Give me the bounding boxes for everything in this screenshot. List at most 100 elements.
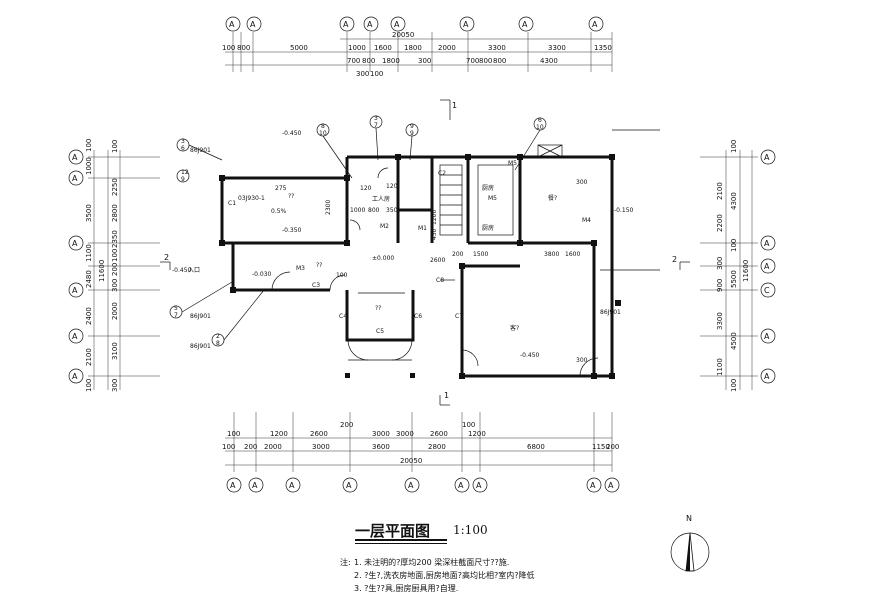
opening-m3: M3	[296, 265, 305, 272]
right-dim-6: 100	[730, 379, 738, 392]
north-arrow: N	[670, 514, 710, 572]
right-axis-4: C	[764, 286, 770, 295]
right-axis-1: A	[764, 153, 770, 162]
opening-m2: M2	[380, 223, 389, 230]
ref-bubble-b-top: 8	[321, 123, 325, 130]
room-label-6: 客?	[510, 324, 519, 332]
right-inner-1: 2100	[716, 182, 724, 200]
left-dim-1: 100	[85, 139, 93, 152]
ref-bubble-f-bot: 7	[174, 312, 178, 319]
ref-bubble-d-top: 9	[410, 123, 414, 130]
top-axis-6: A	[463, 20, 469, 29]
interior-details	[160, 99, 690, 406]
left-total-dim: 11600	[98, 260, 106, 282]
bottom-dim2-8: 1150	[592, 443, 610, 451]
note-row-2: 2. ?生?,洗衣房地面,厨房地面?高均比相?室内?降低	[340, 569, 660, 582]
bottom-dimensions: 200 100 100 1200 2600 3000 3000 2600 120…	[222, 412, 619, 493]
opening-c5: C5	[376, 328, 384, 335]
top-dim-2: 800	[237, 44, 250, 52]
bottom-dim1-1: 100	[227, 430, 240, 438]
right-inner-4: 3300	[716, 312, 724, 330]
opening-m5: M5	[508, 160, 517, 167]
top-dim2-1: 700	[347, 57, 360, 65]
top-dim2-7: 800	[493, 57, 506, 65]
left-axis-6: A	[72, 372, 78, 381]
opening-c8: C8	[436, 277, 444, 284]
left-dimensions: 100 1000 3500 1100 2480 2400 2100 100 11…	[68, 139, 160, 392]
top-dim2-8: 4300	[540, 57, 558, 65]
entry-label: 入口	[188, 267, 200, 274]
ref-2: 03J930-1	[238, 195, 265, 202]
bottom-dim2-9: 200	[606, 443, 619, 451]
right-inner-3: 300	[716, 257, 724, 270]
bottom-axis-1: A	[230, 481, 236, 490]
right-axis-bubbles: A A A C A A	[760, 149, 776, 384]
section-mark-right: 2	[672, 255, 677, 264]
top-dim2-2: 800	[362, 57, 375, 65]
level-marks: -0.450 -0.350 -0.450 ±0.000 -0.030 -0.15…	[172, 130, 634, 359]
bottom-axis-3: A	[289, 481, 295, 490]
section-mark-left: 2	[164, 253, 169, 262]
left-dim-3: 3500	[85, 204, 93, 222]
left-axis-2: A	[72, 174, 78, 183]
left-axis-bubbles: A A A A A A	[68, 149, 84, 384]
north-label: N	[686, 514, 692, 523]
ref-bubble-c-bot: 7	[374, 122, 378, 129]
level-5: -0.030	[252, 271, 272, 278]
top-dimensions: 20050 100 800 5000 1000 1600 1800 2000 3…	[222, 16, 613, 78]
left-inner-9: 3100	[111, 342, 119, 360]
note-row-1: 注:1. 未注明的?厚均200 梁深柱截面尺寸??施.	[340, 556, 660, 569]
level-4: ±0.000	[372, 255, 394, 262]
right-total-dim: 11600	[742, 260, 750, 282]
ref-bubble-g-bot: 8	[216, 340, 220, 347]
room-label-4: 餐?	[548, 194, 557, 202]
top-dim3-2: 100	[370, 70, 383, 78]
ref-bubble-f-top: 5	[174, 305, 178, 312]
note-2: 2. ?生?,洗衣房地面,厨房地面?高均比相?室内?降低	[354, 571, 535, 580]
right-inner-dims: 2100 2200 300 3300 1100 900	[716, 182, 724, 376]
bottom-dim1-4: 3000	[372, 430, 390, 438]
top-axis-4: A	[367, 20, 373, 29]
title-underline-thick	[355, 539, 447, 541]
ref-bubble-a-top: 3	[181, 138, 185, 145]
left-inner-4: 2350	[111, 230, 119, 248]
num-1200: 1200	[431, 210, 438, 225]
top-dim-7: 2000	[438, 44, 456, 52]
opening-m4: M4	[582, 217, 591, 224]
right-dim-1: 100	[730, 140, 738, 153]
num-350: 350	[386, 207, 398, 214]
left-dim-4: 1100	[85, 244, 93, 262]
left-inner-8: 2000	[111, 302, 119, 320]
left-inner-dims: 100 2250 2800 2350 100 200 300 2000 3100…	[111, 140, 119, 392]
top-axis-2: A	[250, 20, 256, 29]
top-dim-3: 5000	[290, 44, 308, 52]
slope-label: 0.5%	[271, 208, 287, 215]
note-1: 1. 未注明的?厚均200 梁深柱截面尺寸??施.	[354, 558, 510, 567]
bottom-dim2-6: 2800	[428, 443, 446, 451]
top-dim-6: 1800	[404, 44, 422, 52]
opening-c3: C3	[312, 282, 320, 289]
right-dim-5: 4500	[730, 332, 738, 350]
bottom-axis-6: A	[458, 481, 464, 490]
left-axis-1: A	[72, 153, 78, 162]
bottom-axis-4: A	[346, 481, 352, 490]
left-dim-8: 100	[85, 379, 93, 392]
level-7: -0.450	[520, 352, 540, 359]
left-inner-5: 100	[111, 249, 119, 262]
left-dim-5: 2480	[85, 270, 93, 288]
left-inner-7: 300	[111, 279, 119, 292]
misc-annotations: 入口 0.5% 1 1 2 2 86J901 03J930-1 86J901 8…	[164, 101, 677, 400]
room-label-5: ??	[316, 262, 322, 269]
room-label-8: M5	[488, 195, 497, 202]
num-300a: 300	[576, 179, 588, 186]
top-dim3-1: 300	[356, 70, 369, 78]
bottom-dim2-5: 3600	[372, 443, 390, 451]
top-axis-8: A	[592, 20, 598, 29]
left-dim-6: 2400	[85, 307, 93, 325]
opening-labels: C1 C2 C3 C4 C5 C6 C7 C8 M1 M2 M3 M4 M5	[228, 160, 591, 335]
ref-bubble-e-bot: 10	[536, 124, 544, 131]
columns	[219, 154, 621, 379]
bottom-dim1-2: 1200	[270, 430, 288, 438]
bottom-dim2-7: 6800	[527, 443, 545, 451]
